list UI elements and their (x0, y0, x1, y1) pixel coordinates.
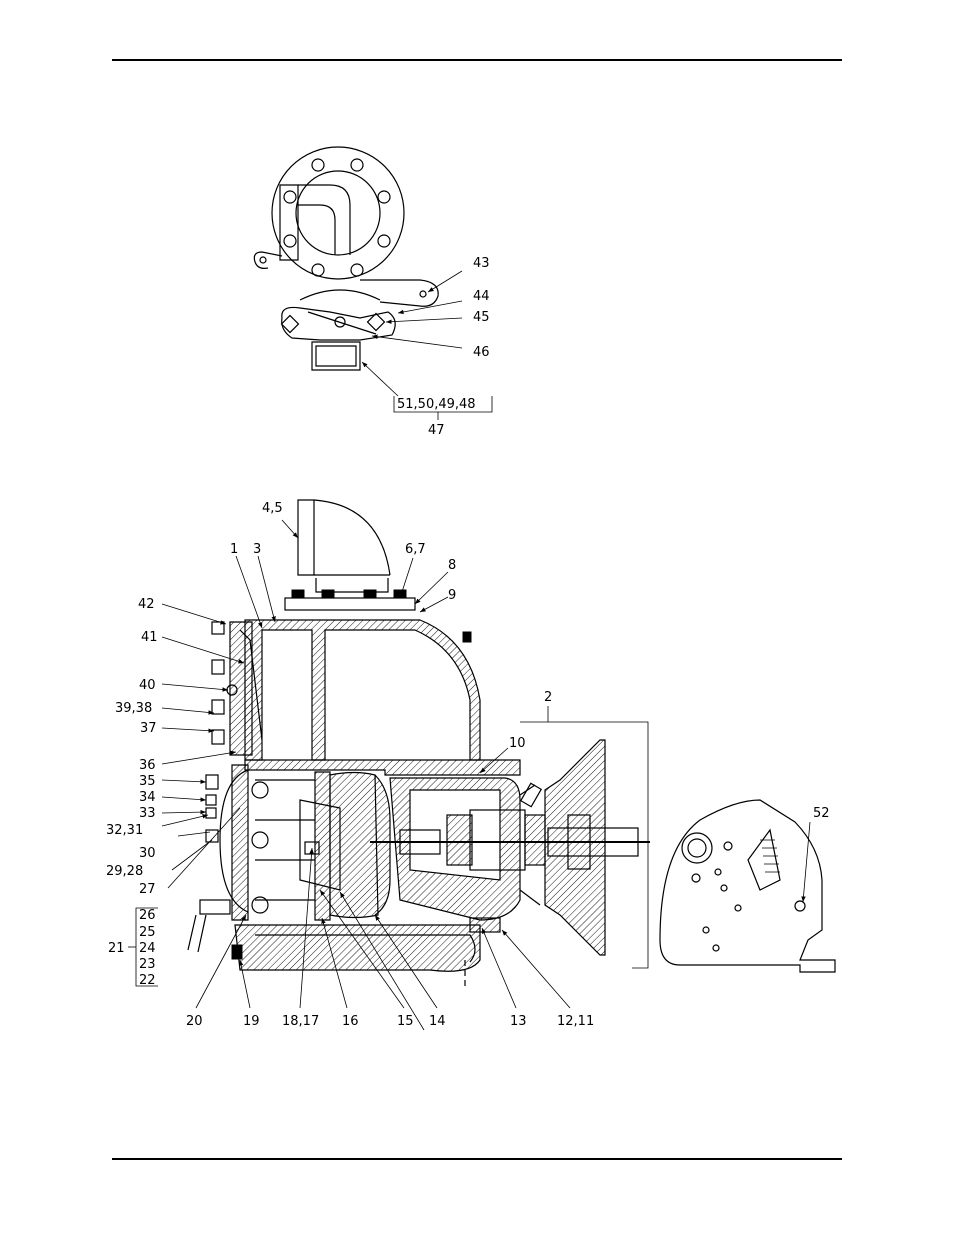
flange-bolt-holes (284, 159, 390, 276)
label-30: 30 (139, 846, 156, 861)
label-39-38: 39,38 (115, 701, 152, 716)
section-view (188, 500, 650, 990)
label-27: 27 (139, 882, 156, 897)
label-19: 19 (243, 1014, 260, 1029)
label-12-11: 12,11 (557, 1014, 594, 1029)
label-51-50-49-48: 51,50,49,48 (397, 397, 476, 412)
label-23: 23 (139, 957, 156, 972)
label-20: 20 (186, 1014, 203, 1029)
label-32-31: 32,31 (106, 823, 143, 838)
label-4-5: 4,5 (262, 501, 283, 516)
label-24: 24 (139, 941, 156, 956)
label-43: 43 (473, 256, 490, 271)
label-33: 33 (139, 806, 156, 821)
label-21: 21 (108, 941, 125, 956)
label-3: 3 (253, 542, 261, 557)
label-37: 37 (140, 721, 157, 736)
label-1: 1 (230, 542, 238, 557)
label-8: 8 (448, 558, 456, 573)
label-14: 14 (429, 1014, 446, 1029)
label-2: 2 (544, 690, 552, 705)
label-25: 25 (139, 925, 156, 940)
label-10: 10 (509, 736, 526, 751)
label-9: 9 (448, 588, 456, 603)
label-16: 16 (342, 1014, 359, 1029)
top-view-label-group: 43 44 45 46 51,50,49,48 47 (397, 256, 490, 438)
top-view (254, 147, 438, 370)
label-41: 41 (141, 630, 158, 645)
label-44: 44 (473, 289, 490, 304)
label-34: 34 (139, 790, 156, 805)
label-18-17: 18,17 (282, 1014, 319, 1029)
label-26: 26 (139, 908, 156, 923)
label-46: 46 (473, 345, 490, 360)
label-36: 36 (139, 758, 156, 773)
label-45: 45 (473, 310, 490, 325)
label-52: 52 (813, 806, 830, 821)
label-35: 35 (139, 774, 156, 789)
label-29-28: 29,28 (106, 864, 143, 879)
label-6-7: 6,7 (405, 542, 426, 557)
label-13: 13 (510, 1014, 527, 1029)
label-15: 15 (397, 1014, 414, 1029)
label-22: 22 (139, 973, 156, 988)
end-view (660, 800, 835, 972)
label-40: 40 (139, 678, 156, 693)
label-42: 42 (138, 597, 155, 612)
label-47: 47 (428, 423, 445, 438)
